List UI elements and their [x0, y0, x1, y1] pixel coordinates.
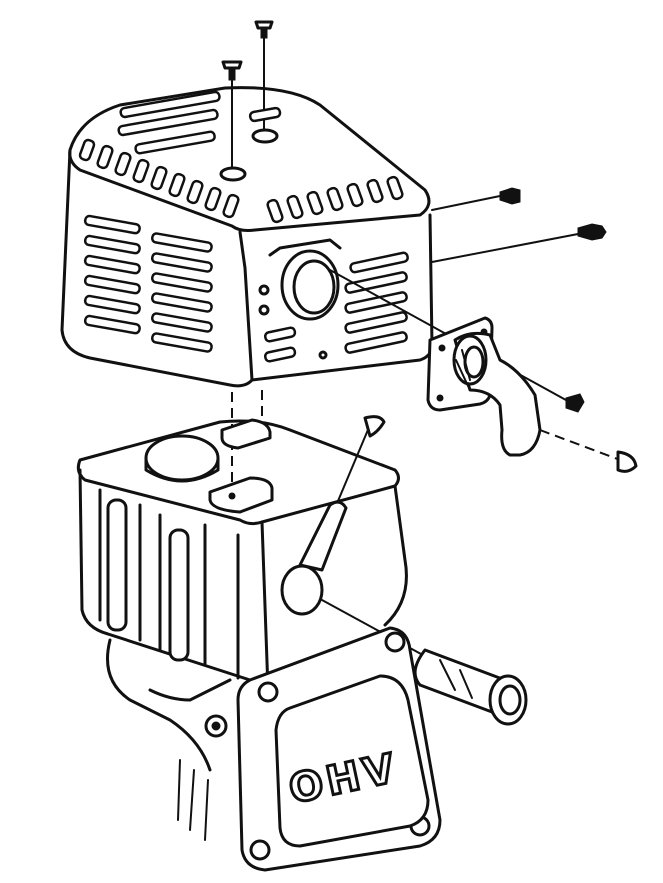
muffler-cylinder	[413, 648, 528, 726]
top-screw-left	[221, 60, 243, 171]
engine-body	[76, 418, 408, 841]
guard-side-screw-lower	[431, 223, 607, 263]
elbow-screw-upper	[565, 393, 585, 413]
muffler-guard	[60, 86, 434, 388]
elbow-screw-lower	[616, 450, 638, 473]
rocker-cover: OHV	[236, 626, 442, 872]
guard-side-screw-upper	[431, 187, 521, 211]
exhaust-elbow	[426, 316, 542, 457]
muffler-mount-bolt	[363, 415, 386, 438]
